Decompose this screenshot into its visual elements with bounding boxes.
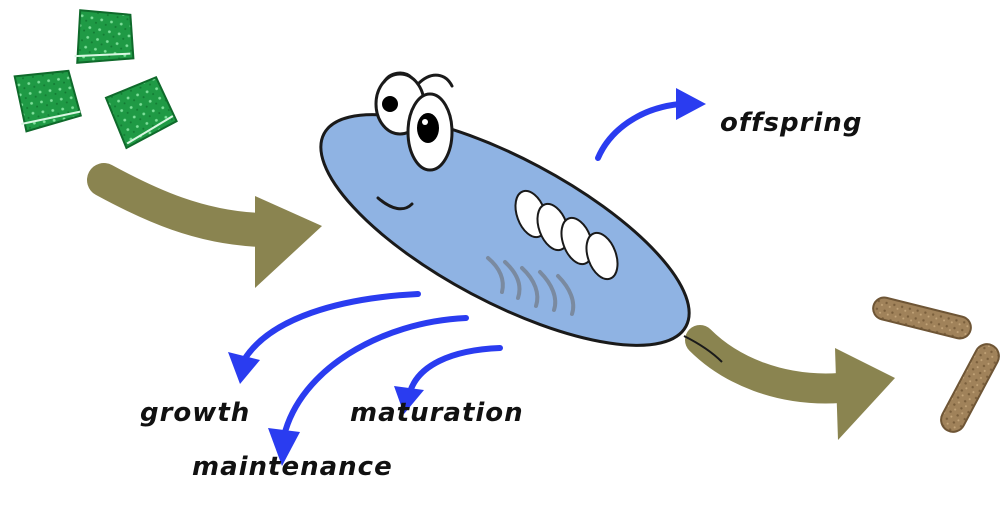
food-pellets [15,4,180,149]
maintenance-label: maintenance [192,452,393,482]
organism-body [290,70,720,390]
waste-pellets [871,295,1003,436]
brown-waste-pellet-icon [937,340,1003,436]
intake-arrow [104,180,322,288]
brown-waste-pellet-icon [871,295,973,341]
egestion-arrow [700,340,895,440]
offspring-arrow [598,88,706,158]
growth-label: growth [140,398,250,428]
offspring-label: offspring [720,108,862,138]
food-pellet-icon [15,68,82,132]
organism [290,70,722,390]
maintenance-arrow [268,318,466,466]
maturation-label: maturation [350,398,524,428]
food-pellet-icon [105,75,180,149]
food-pellet-icon [69,4,142,74]
